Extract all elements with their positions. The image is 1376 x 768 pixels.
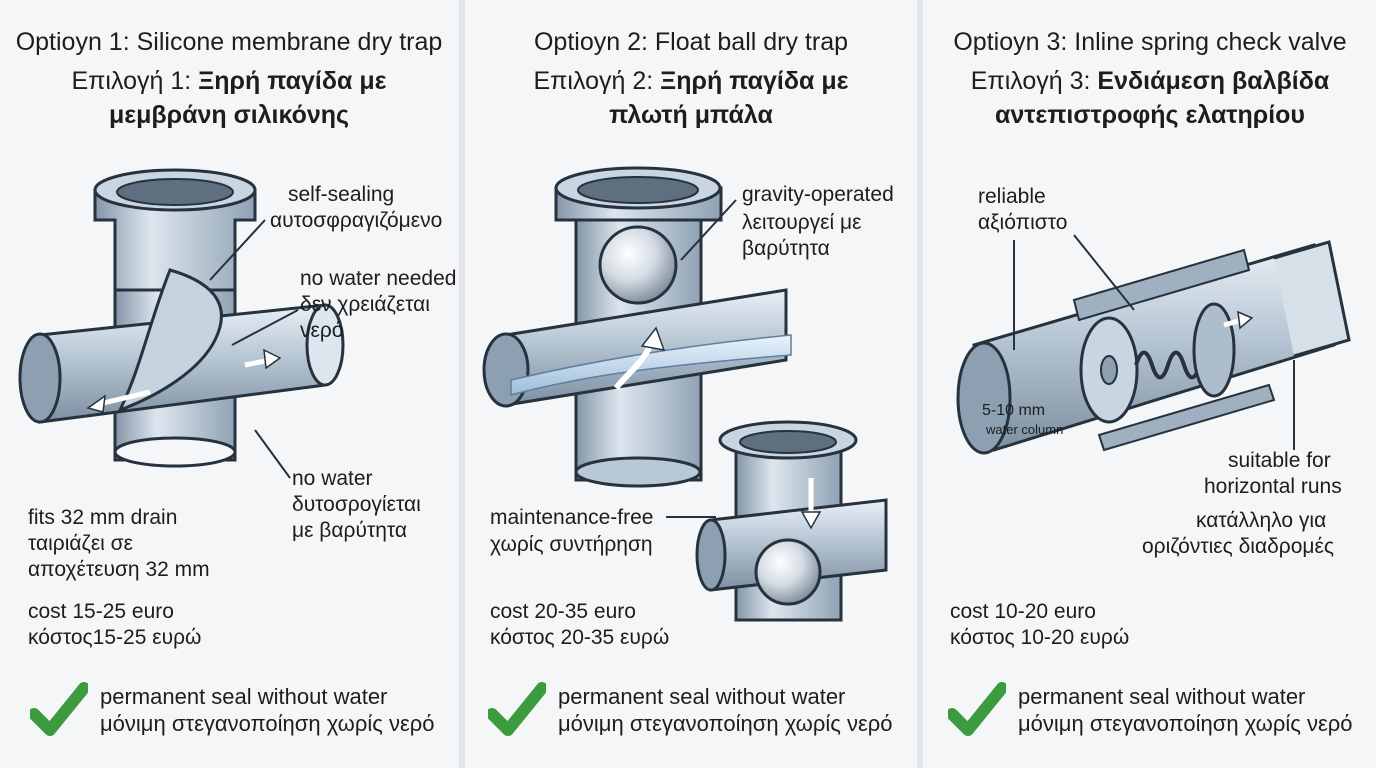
gravity-operated-label: gravity-operated	[742, 183, 894, 206]
check-icon	[948, 682, 1006, 736]
water-column-label: water column	[986, 422, 1064, 437]
cost-gr: κόστος15-25 ευρώ	[28, 626, 202, 649]
gravity-operated-label-gr: βαρύτητα	[742, 237, 830, 260]
option-3-panel: Optioyn 3: Inline spring check valve Επι…	[924, 0, 1376, 768]
cost-en: cost 20-35 euro	[490, 600, 636, 623]
self-sealing-label: self-sealing	[288, 183, 395, 206]
benefit-en: permanent seal without water	[558, 684, 846, 709]
benefit-gr: μόνιμη στεγανοποίηση χωρίς νερό	[1018, 711, 1353, 736]
benefit-en: permanent seal without water	[1018, 684, 1306, 709]
benefit-gr: μόνιμη στεγανοποίηση χωρίς νερό	[100, 711, 435, 736]
gravity-operated-label-gr: λειτουργεί με	[742, 211, 862, 234]
suitable-label-gr: κατάλληλο για	[1196, 509, 1327, 532]
option-title-gr: Επιλογή 2: Ξηρή παγίδα με πλωτή μπάλα	[533, 67, 849, 129]
suitable-label-gr: οριζόντιες διαδρομές	[1142, 535, 1334, 558]
no-water-label: no water	[292, 467, 373, 490]
float-ball-trap-illustration	[482, 166, 888, 622]
no-water-label-gr: δυτοσρογίεται	[292, 493, 421, 516]
maintenance-free-label: maintenance-free	[490, 506, 654, 529]
fits-drain-label-gr: ταιριάζει σε	[28, 532, 133, 555]
option-title-en: Optioyn 1: Silicone membrane dry trap	[15, 28, 443, 56]
check-icon	[488, 682, 546, 736]
check-icon	[30, 682, 88, 736]
suitable-label: suitable for	[1228, 449, 1331, 472]
cost-gr: κόστος 20-35 ευρώ	[490, 626, 670, 649]
reliable-label-gr: αξιόπιστο	[978, 211, 1068, 234]
cost-gr: κόστος 10-20 ευρώ	[950, 626, 1130, 649]
no-water-needed-label-gr: νερό	[300, 319, 344, 342]
panel-divider	[917, 0, 923, 768]
benefit-gr: μόνιμη στεγανοποίηση χωρίς νερό	[558, 711, 893, 736]
no-water-needed-label: no water needed	[300, 267, 457, 290]
maintenance-free-label-gr: χωρίς συντήρηση	[490, 533, 653, 556]
option-1-panel: Optioyn 1: Silicone membrane dry trap Επ…	[0, 0, 458, 768]
option-2-panel: Optioyn 2: Float ball dry trap Επιλογή 2…	[466, 0, 916, 768]
no-water-needed-label-gr: δεν χρειάζεται	[300, 293, 430, 316]
membrane-trap-illustration	[18, 168, 345, 479]
option-title-en: Optioyn 2: Float ball dry trap	[533, 28, 849, 56]
option-title-en: Optioyn 3: Inline spring check valve	[953, 28, 1347, 56]
cost-en: cost 10-20 euro	[950, 600, 1096, 623]
spring-check-valve-illustration	[956, 234, 1351, 455]
reliable-label: reliable	[978, 185, 1046, 208]
no-water-label-gr: με βαρύτητα	[292, 519, 408, 542]
fits-drain-label: fits 32 mm drain	[28, 506, 178, 529]
suitable-label: horizontal runs	[1204, 475, 1342, 498]
cost-en: cost 15-25 euro	[28, 600, 174, 623]
option-title-gr: Επιλογή 1: Ξηρή παγίδα με μεμβράνη σιλικ…	[71, 67, 387, 129]
panel-divider	[459, 0, 465, 768]
fits-drain-label-gr: αποχέτευση 32 mm	[28, 558, 210, 581]
option-title-gr: Επιλογή 3: Ενδιάμεση βαλβίδα αντεπιστροφ…	[970, 67, 1330, 129]
self-sealing-label-gr: αυτοσφραγιζόμενο	[270, 209, 443, 232]
benefit-en: permanent seal without water	[100, 684, 388, 709]
water-column-label: 5-10 mm	[982, 402, 1046, 419]
